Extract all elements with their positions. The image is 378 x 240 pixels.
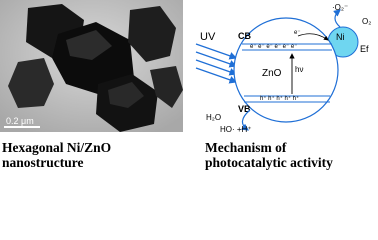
hydroxyl-products-label: HO· +H⁺ bbox=[220, 125, 252, 134]
micrograph-image: 0.2 μm bbox=[0, 0, 183, 132]
electron-transfer-arrow bbox=[297, 33, 329, 41]
caption-left-line1: Hexagonal Ni/ZnO bbox=[2, 140, 112, 155]
ni-label: Ni bbox=[336, 32, 345, 42]
caption-left-line2: nanostructure bbox=[2, 155, 84, 170]
photon-energy-label: hν bbox=[295, 65, 303, 74]
scale-bar bbox=[4, 126, 40, 128]
scale-bar-label: 0.2 μm bbox=[6, 116, 34, 126]
oxygen-label: O₂ bbox=[362, 17, 371, 26]
fermi-level-label: Ef bbox=[360, 44, 369, 54]
water-label: H₂O bbox=[206, 113, 221, 122]
zno-label: ZnO bbox=[262, 68, 282, 79]
uv-arrows bbox=[195, 43, 238, 84]
superoxide-label: ·O₂⁻ bbox=[332, 3, 348, 12]
caption-right-line2: photocatalytic activity bbox=[205, 155, 333, 170]
caption-right-line1: Mechanism of bbox=[205, 140, 287, 155]
vb-label: VB bbox=[238, 104, 251, 114]
caption-nanostructure: Hexagonal Ni/ZnO nanostructure bbox=[2, 140, 111, 170]
mechanism-diagram: UV Ni Ef CB e⁻ e⁻ e⁻ e⁻ e⁻ e⁻ e⁻ VB h⁺ h… bbox=[195, 3, 371, 134]
caption-mechanism: Mechanism of photocatalytic activity bbox=[205, 140, 333, 170]
nanoparticle bbox=[128, 6, 176, 62]
cb-label: CB bbox=[238, 31, 251, 41]
oxygen-reduction-arrow bbox=[333, 9, 341, 28]
cb-electrons: e⁻ e⁻ e⁻ e⁻ e⁻ e⁻ bbox=[250, 44, 297, 50]
tem-micrograph: 0.2 μm bbox=[0, 0, 183, 132]
nanoparticle bbox=[150, 66, 183, 108]
vb-holes: h⁺ h⁺ h⁺ h⁺ h⁺ bbox=[260, 95, 299, 102]
water-oxidation-arrow bbox=[241, 109, 251, 131]
excited-electron: e⁻ bbox=[294, 30, 301, 36]
uv-label: UV bbox=[200, 31, 216, 43]
nanoparticle bbox=[8, 58, 54, 108]
